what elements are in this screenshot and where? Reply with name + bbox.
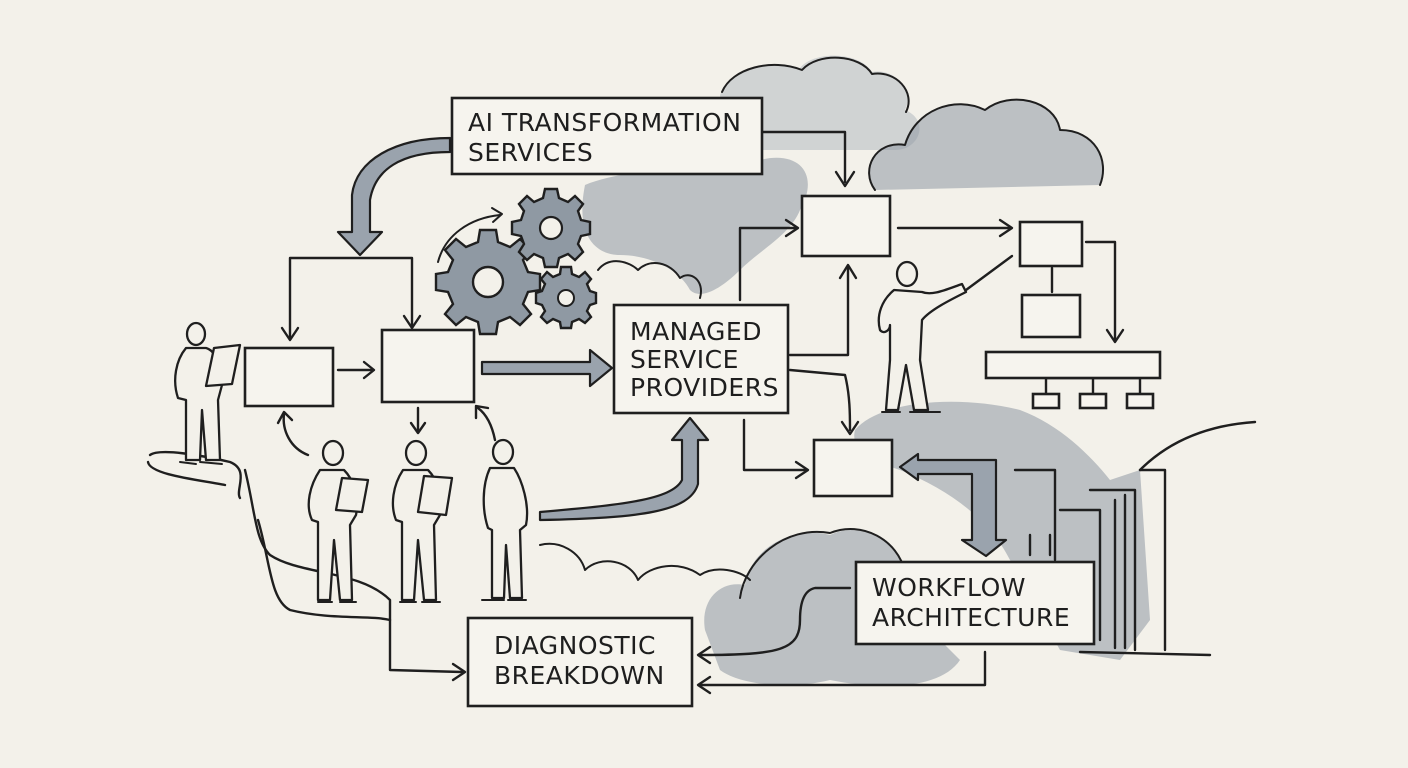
org-box-middle — [1020, 293, 1082, 339]
curved-arrow-ai-to-left — [336, 136, 452, 257]
managed-line-1: MANAGED — [630, 317, 762, 346]
label-box-managed: MANAGED SERVICE PROVIDERS — [612, 303, 790, 415]
ai-transformation-subtitle: SERVICES — [468, 138, 593, 167]
org-box-top — [1018, 220, 1084, 268]
step-box-1 — [243, 346, 335, 408]
gear-small-bottom-icon — [534, 265, 598, 330]
org-leaf-1 — [1031, 392, 1061, 410]
person-reader-1-icon — [307, 439, 370, 603]
diagnostic-line-2: BREAKDOWN — [494, 661, 665, 690]
label-box-diagnostic: DIAGNOSTIC BREAKDOWN — [466, 616, 694, 708]
step-box-2 — [380, 328, 476, 404]
diagnostic-line-1: DIAGNOSTIC — [494, 631, 656, 660]
people — [174, 254, 1014, 603]
managed-line-3: PROVIDERS — [630, 373, 779, 402]
buildings — [1013, 468, 1212, 657]
ai-transformation-title: AI TRANSFORMATION — [468, 108, 741, 137]
gear-small-top-icon — [510, 187, 592, 269]
workflow-line-1: WORKFLOW — [872, 573, 1026, 602]
blank-boxes — [243, 194, 1162, 498]
org-leaf-3 — [1125, 392, 1155, 410]
arrow-to-managed — [480, 348, 614, 388]
person-standing-icon — [481, 438, 529, 601]
person-presenter-icon — [877, 254, 1014, 413]
person-reader-2-icon — [391, 439, 454, 603]
cloud-top-left — [720, 55, 920, 150]
cloud-top-right — [869, 99, 1104, 190]
label-box-workflow: WORKFLOW ARCHITECTURE — [854, 560, 1096, 646]
wash-middle — [582, 157, 808, 294]
arrow-people-to-managed — [538, 416, 710, 522]
person-left-icon — [174, 321, 242, 465]
org-leaf-2 — [1078, 392, 1108, 410]
org-bar — [984, 350, 1162, 380]
gears — [434, 187, 598, 336]
gear-large-icon — [434, 228, 542, 336]
label-box-ai-transformation: AI TRANSFORMATION SERVICES — [450, 96, 764, 176]
arrow-small-box-workflow — [898, 452, 1008, 558]
managed-line-2: SERVICE — [630, 345, 739, 374]
wide-arrows — [336, 136, 1008, 558]
connectors — [146, 130, 1142, 695]
step-box-top — [800, 194, 892, 258]
workflow-line-2: ARCHITECTURE — [872, 603, 1070, 632]
step-box-bottom — [812, 438, 894, 498]
